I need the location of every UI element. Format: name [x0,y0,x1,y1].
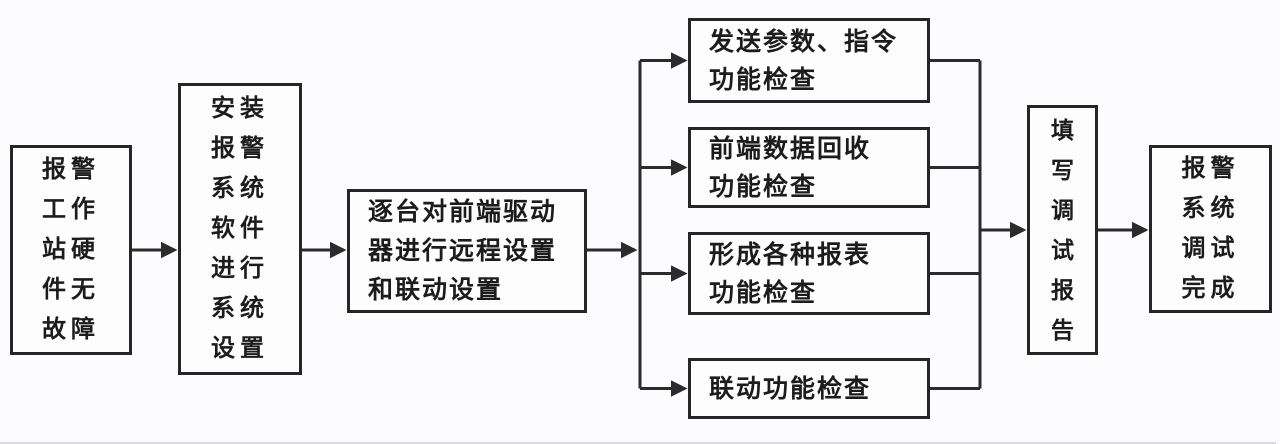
node-workstation-hardware-label: 报警 工作 站硬 件无 故障 [42,156,100,343]
bottom-edge-line [0,442,1276,444]
node-workstation-hardware: 报警 工作 站硬 件无 故障 [10,145,132,355]
node-check-send-params-label: 发送参数、指令 功能检查 [709,27,899,94]
node-debug-complete-label: 报警 系统 调试 完成 [1181,155,1240,302]
node-check-data-recovery-label: 前端数据回收 功能检查 [709,134,872,201]
node-check-reports-label: 形成各种报表 功能检查 [709,240,872,307]
node-install-software-label: 安装 报警 系统 软件 进行 系统 设置 [211,95,269,362]
node-install-software: 安装 报警 系统 软件 进行 系统 设置 [178,83,302,375]
node-fill-debug-report-label: 填 写 调 试 报 告 [1051,117,1074,343]
node-remote-setup-label: 逐台对前端驱动 器进行远程设置 和联动设置 [368,197,558,304]
node-fill-debug-report: 填 写 调 试 报 告 [1027,105,1098,355]
node-remote-setup: 逐台对前端驱动 器进行远程设置 和联动设置 [347,189,587,313]
node-check-linkage: 联动功能检查 [688,358,930,419]
node-check-reports: 形成各种报表 功能检查 [688,232,930,315]
node-check-data-recovery: 前端数据回收 功能检查 [688,127,930,208]
node-check-linkage-label: 联动功能检查 [709,374,872,403]
node-debug-complete: 报警 系统 调试 完成 [1149,145,1272,313]
node-check-send-params: 发送参数、指令 功能检查 [688,18,930,103]
